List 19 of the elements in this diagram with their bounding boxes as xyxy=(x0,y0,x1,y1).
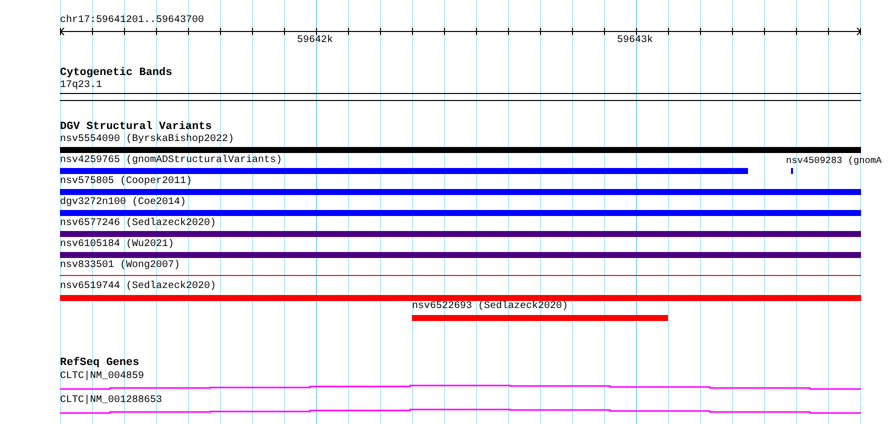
feature-label: dgv3272n100 (Coe2014) xyxy=(60,197,186,209)
ruler-tick-label: 59643k xyxy=(617,35,654,47)
feature-label: nsv6105184 (Wu2021) xyxy=(60,239,174,251)
feature-label: nsv6519744 (Sedlazeck2020) xyxy=(60,281,216,293)
track-title: RefSeq Genes xyxy=(60,357,140,369)
coordinate-range: chr17:59641201..59643700 xyxy=(60,15,204,27)
feature-label: nsv5554090 (ByrskaBishop2022) xyxy=(60,134,234,146)
track-title: DGV Structural Variants xyxy=(60,121,212,133)
feature-label: 17q23.1 xyxy=(60,80,102,92)
feature-label: CLTC|NM_001288653 xyxy=(60,395,162,407)
ruler-tick-label: 59642k xyxy=(297,35,334,47)
feature-label: nsv6577246 (Sedlazeck2020) xyxy=(60,218,216,230)
feature-label: CLTC|NM_004859 xyxy=(60,371,144,383)
feature-label: nsv4259765 (gnomADStructuralVariants) xyxy=(60,155,282,167)
feature-label: nsv6522693 (Sedlazeck2020) xyxy=(412,301,568,313)
feature-label: nsv833501 (Wong2007) xyxy=(60,260,180,272)
feature-label: nsv575805 (Cooper2011) xyxy=(60,176,192,188)
track-title: Cytogenetic Bands xyxy=(60,67,172,79)
feature-label: nsv4509283 (gnomA xyxy=(786,155,882,167)
